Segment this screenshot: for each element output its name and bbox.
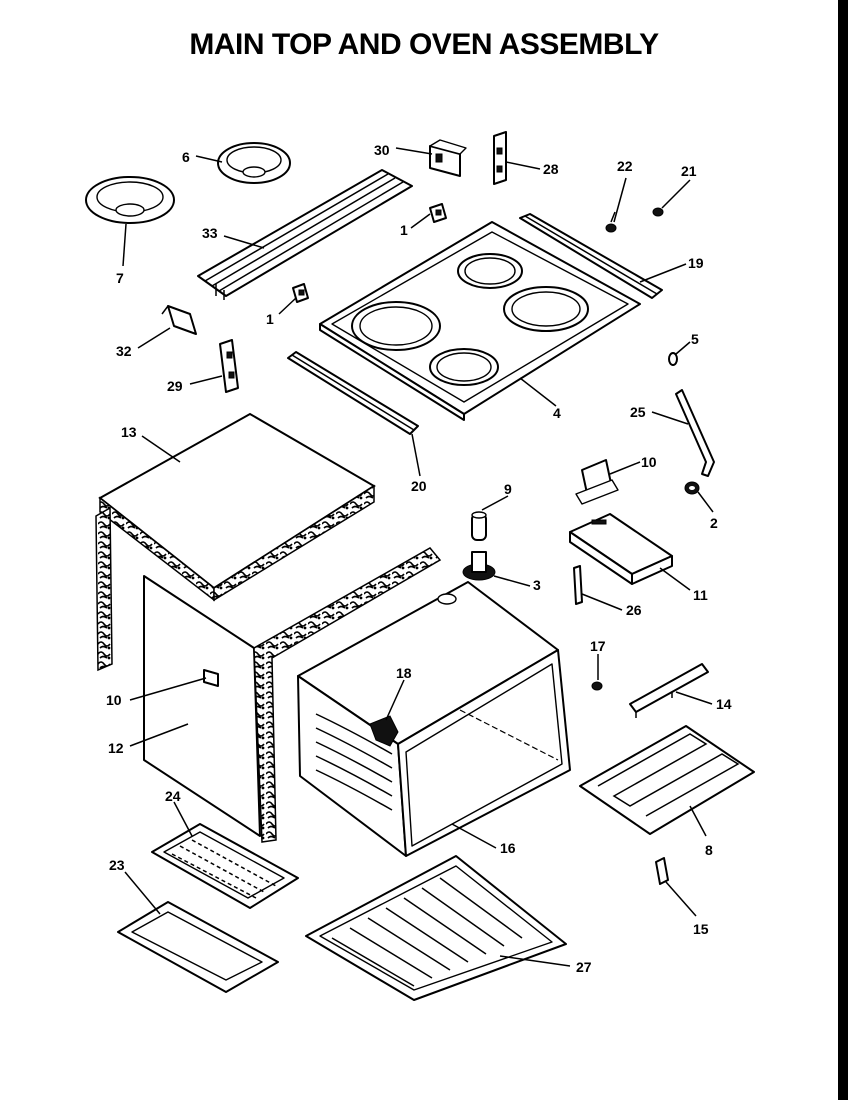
part-14-insulation-top <box>98 412 376 602</box>
part-24-broil-pan <box>117 901 279 993</box>
callout-24: 23 <box>109 857 125 873</box>
callout-12: 11 <box>693 587 708 603</box>
part-16-clip <box>655 857 669 885</box>
part-12-drawer-tray <box>569 513 673 585</box>
callout-21: 20 <box>411 478 427 494</box>
callout-3: 3 <box>533 577 541 593</box>
diagram-title: MAIN TOP AND OVEN ASSEMBLY <box>189 28 659 61</box>
callout-15: 14 <box>716 696 732 712</box>
part-18-clip <box>591 681 603 691</box>
part-11-bracket <box>575 459 619 505</box>
callout-labels: 30 6 28 22 21 33 1 19 7 1 32 5 29 4 25 1… <box>106 142 732 975</box>
callout-8: 8 <box>705 842 713 858</box>
callout-9: 9 <box>504 481 512 497</box>
callout-30: 29 <box>167 378 183 394</box>
part-21-trim-front <box>287 351 419 435</box>
grid-slots <box>171 839 277 899</box>
callout-11: 10 <box>641 454 657 470</box>
callout-28: 27 <box>576 959 592 975</box>
rack-supports <box>315 713 393 811</box>
leader-lines <box>122 147 714 967</box>
callout-4: 4 <box>553 405 561 421</box>
callout-32: 32 <box>116 343 132 359</box>
callout-33: 33 <box>202 225 218 241</box>
scan-border <box>838 0 848 1100</box>
callout-22: 21 <box>681 163 697 179</box>
callout-29: 28 <box>543 161 559 177</box>
part-4-main-top <box>319 221 641 421</box>
callout-1-upper: 1 <box>400 222 408 238</box>
part-6-drip-bowl-small <box>217 142 291 184</box>
part-25-broil-grid <box>151 823 299 909</box>
part-8-bake-element <box>579 725 755 835</box>
part-1-clip-upper <box>429 203 447 223</box>
callout-7: 7 <box>116 270 124 286</box>
part-33-trim-strips <box>197 169 413 300</box>
callout-6: 6 <box>182 149 190 165</box>
part-27-rod <box>573 565 583 605</box>
part-7-drip-bowl-large <box>85 176 175 224</box>
part-9-knob <box>471 511 487 541</box>
callout-16: 15 <box>693 921 709 937</box>
part-20-trim-rear <box>519 213 663 299</box>
callout-25: 24 <box>165 788 181 804</box>
callout-20: 19 <box>688 255 704 271</box>
callout-5: 5 <box>691 331 699 347</box>
callout-13: 12 <box>108 740 124 756</box>
part-2-clip <box>684 481 700 495</box>
part-32-bracket <box>161 305 197 335</box>
callout-10: 10 <box>106 692 122 708</box>
part-30-bracket <box>219 339 239 393</box>
callout-1-lower: 1 <box>266 311 274 327</box>
part-3-base <box>462 551 496 581</box>
callout-17: 16 <box>500 840 516 856</box>
part-17-oven-liner <box>297 581 571 857</box>
part-28-oven-rack <box>305 855 567 1001</box>
part-5-clip <box>668 352 678 366</box>
part-26-rod <box>675 389 715 477</box>
part-10-clip <box>203 669 219 687</box>
part-31-bracket <box>429 139 467 177</box>
callout-2: 2 <box>710 515 718 531</box>
callout-27: 26 <box>626 602 642 618</box>
callout-19: 18 <box>396 665 412 681</box>
part-22-clip <box>652 207 664 217</box>
rack-wires <box>331 877 523 987</box>
callout-14: 13 <box>121 424 137 440</box>
callout-31: 30 <box>374 142 390 158</box>
part-29-bracket <box>493 131 507 185</box>
callout-18: 17 <box>590 638 606 654</box>
part-1-clip-lower <box>292 283 309 303</box>
part-13-insulation-body <box>95 506 442 843</box>
part-23-clip <box>605 211 617 233</box>
callout-23: 22 <box>617 158 633 174</box>
callout-26: 25 <box>630 404 646 420</box>
part-15-rail <box>629 663 709 718</box>
